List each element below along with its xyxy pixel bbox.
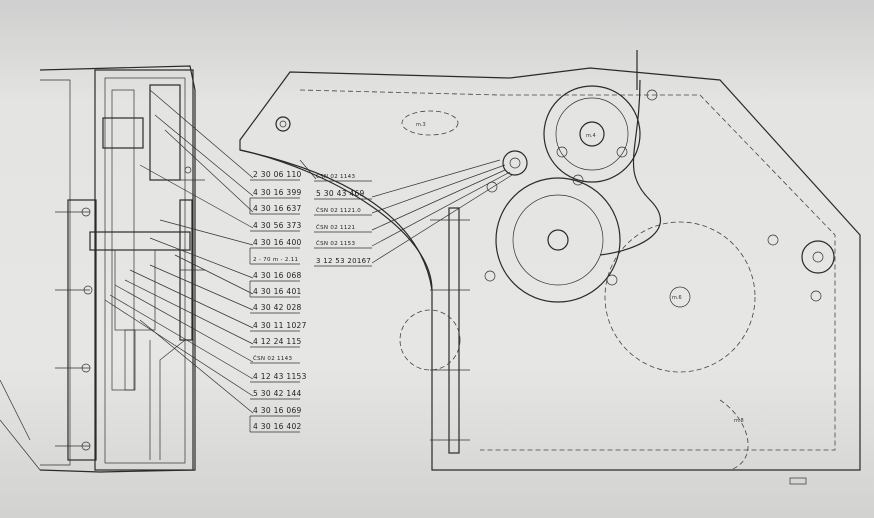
part-label: 4 30 16 400 xyxy=(253,238,302,247)
gear-mark: m.4 xyxy=(586,133,596,139)
part-label: 4 30 16 637 xyxy=(253,204,302,213)
housing-view xyxy=(239,50,861,485)
part-label: 4 30 16 068 xyxy=(253,271,302,280)
part-label: 3 12 53 20167 xyxy=(316,257,371,265)
part-label: 4 12 24 115 xyxy=(253,337,302,346)
part-label: 5 30 42 144 xyxy=(253,389,302,398)
part-label: 4 30 11 1027 xyxy=(253,321,307,330)
part-label: 4 30 16 069 xyxy=(253,406,302,415)
part-label: 4 12 43 1153 xyxy=(253,372,307,381)
part-label: ČSN 02 1143 xyxy=(253,355,292,362)
part-label: ČSN 02 1143 xyxy=(316,173,355,180)
part-label: 4 30 16 399 xyxy=(253,188,302,197)
part-label: 4 30 42 028 xyxy=(253,303,302,312)
section-view xyxy=(0,65,205,473)
part-label: 2 - 70 m - 2.11 xyxy=(253,257,298,263)
part-label: 5 30 43 469 xyxy=(316,189,365,198)
gear-mark: m.3 xyxy=(416,122,426,128)
leader-lines xyxy=(104,89,513,414)
part-label: ČSN 02 1153 xyxy=(316,240,355,247)
gear-mark: m.8 xyxy=(734,418,744,424)
part-label: ČSN 02 1121.0 xyxy=(316,207,361,214)
gear-mark: m.6 xyxy=(672,295,682,301)
part-label: 2 30 06 110 xyxy=(253,170,302,179)
part-label: 4 30 56 373 xyxy=(253,221,302,230)
part-label: 4 30 16 402 xyxy=(253,422,302,431)
right-part-labels: ČSN 02 1143 5 30 43 469 ČSN 02 1121.0 ČS… xyxy=(314,173,372,267)
gear-marks: m.3 m.4 m.6 m.8 xyxy=(416,122,744,424)
left-part-labels: 2 30 06 110 4 30 16 399 4 30 16 637 4 30… xyxy=(249,170,307,433)
part-label: 4 30 16 401 xyxy=(253,287,302,296)
part-label: ČSN 02 1121 xyxy=(316,224,355,231)
